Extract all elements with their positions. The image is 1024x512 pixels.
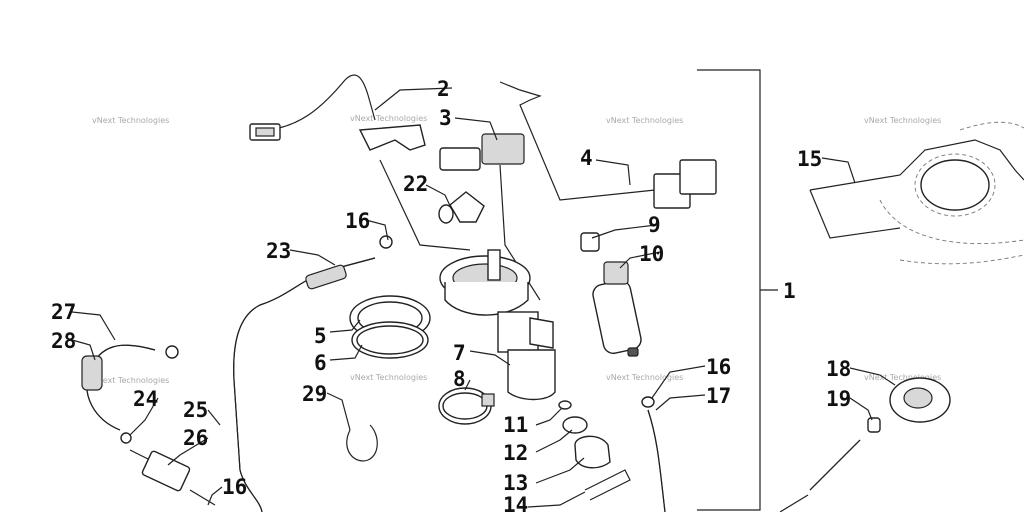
wiring-harness (249, 74, 471, 251)
callout-16: 16 (222, 475, 247, 499)
vent-hose (81, 344, 216, 506)
callout-28: 28 (51, 329, 76, 353)
hose-clamp (438, 387, 495, 425)
watermark-text: vNext Technologies (864, 116, 941, 125)
return-hose (641, 396, 666, 512)
callout-13: 13 (503, 471, 528, 495)
elbow-fitting (438, 191, 485, 224)
filter-parts (558, 400, 631, 501)
callout-23: 23 (266, 239, 291, 263)
callout-15: 15 (797, 147, 822, 171)
callout-17: 17 (706, 384, 731, 408)
callout-27: 27 (51, 300, 76, 324)
fuel-pump (580, 232, 642, 357)
watermark-text: vNext Technologies (92, 376, 169, 385)
callout-6: 6 (314, 351, 327, 375)
fuel-tank-outline (809, 121, 1024, 265)
callout-18: 18 (826, 357, 851, 381)
callout-29: 29 (302, 382, 327, 406)
callout-5: 5 (314, 324, 327, 348)
callout-25: 25 (183, 398, 208, 422)
callout-labels: 1 2 3 4 5 6 7 8 9 10 11 12 13 14 15 16 1… (51, 77, 851, 512)
callout-10: 10 (639, 242, 664, 266)
assembly-bracket (697, 69, 761, 511)
callout-16: 16 (345, 209, 370, 233)
watermark-text: vNext Technologies (606, 116, 683, 125)
watermark-text: vNext Technologies (350, 373, 427, 382)
seal-rings (349, 295, 431, 359)
watermark-text: vNext Technologies (350, 114, 427, 123)
watermarks: vNext Technologies vNext Technologies vN… (92, 114, 941, 385)
level-sensor (499, 81, 717, 209)
callout-16: 16 (706, 355, 731, 379)
callout-11: 11 (503, 413, 528, 437)
callout-24: 24 (133, 387, 158, 411)
callout-14: 14 (503, 493, 528, 512)
callout-8: 8 (453, 367, 466, 391)
fuel-hose (233, 235, 393, 512)
leader-lines (71, 87, 896, 508)
watermark-text: vNext Technologies (92, 116, 169, 125)
tank-cap (779, 377, 951, 512)
sender-unit (439, 133, 541, 301)
callout-1: 1 (783, 279, 796, 303)
callout-12: 12 (503, 441, 528, 465)
callout-7: 7 (453, 341, 466, 365)
watermark-text: vNext Technologies (864, 373, 941, 382)
retaining-clip (346, 424, 378, 462)
callout-26: 26 (183, 426, 208, 450)
watermark-text: vNext Technologies (606, 373, 683, 382)
callout-2: 2 (437, 77, 450, 101)
callout-3: 3 (439, 106, 452, 130)
callout-19: 19 (826, 387, 851, 411)
callout-9: 9 (648, 213, 661, 237)
callout-4: 4 (580, 146, 593, 170)
pump-module (439, 249, 556, 401)
callout-22: 22 (403, 172, 428, 196)
